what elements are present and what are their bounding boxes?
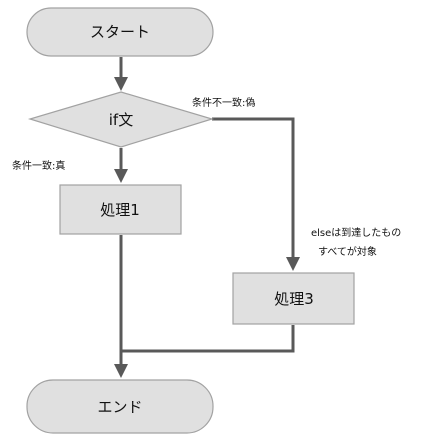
start-terminal-shape [26,7,214,57]
true-branch-label: 条件一致:真 [12,159,65,172]
start-label: スタート [90,23,150,41]
start-node: スタート [26,7,214,57]
end-node: エンド [26,379,214,434]
decision-node: if文 [27,91,215,148]
false-branch-label: 条件不一致:偽 [192,96,255,109]
else-note-line2: すべてが対象 [318,245,377,258]
decision-label: if文 [109,111,133,129]
arrowhead-process3 [286,257,300,271]
process1-box-shape [59,184,182,235]
end-label: エンド [97,398,142,416]
process1-node: 処理1 [59,184,182,235]
decision-diamond-shape [27,91,215,148]
process1-label: 処理1 [100,201,140,219]
else-note-line1: elseは到達したもの [311,227,401,239]
connector-decision-to-process3 [212,117,295,258]
connectors [114,57,300,378]
arrowhead-process1 [114,169,128,183]
end-terminal-shape [26,379,214,434]
process3-node: 処理3 [232,272,355,325]
connector-process3-to-end [121,325,295,353]
process3-label: 処理3 [274,290,314,308]
process3-box-shape [232,272,355,325]
annotations: 条件不一致:偽 条件一致:真 elseは到達したもの すべてが対象 [12,96,401,258]
arrowhead-decision [114,77,128,91]
arrowhead-end [114,364,128,378]
